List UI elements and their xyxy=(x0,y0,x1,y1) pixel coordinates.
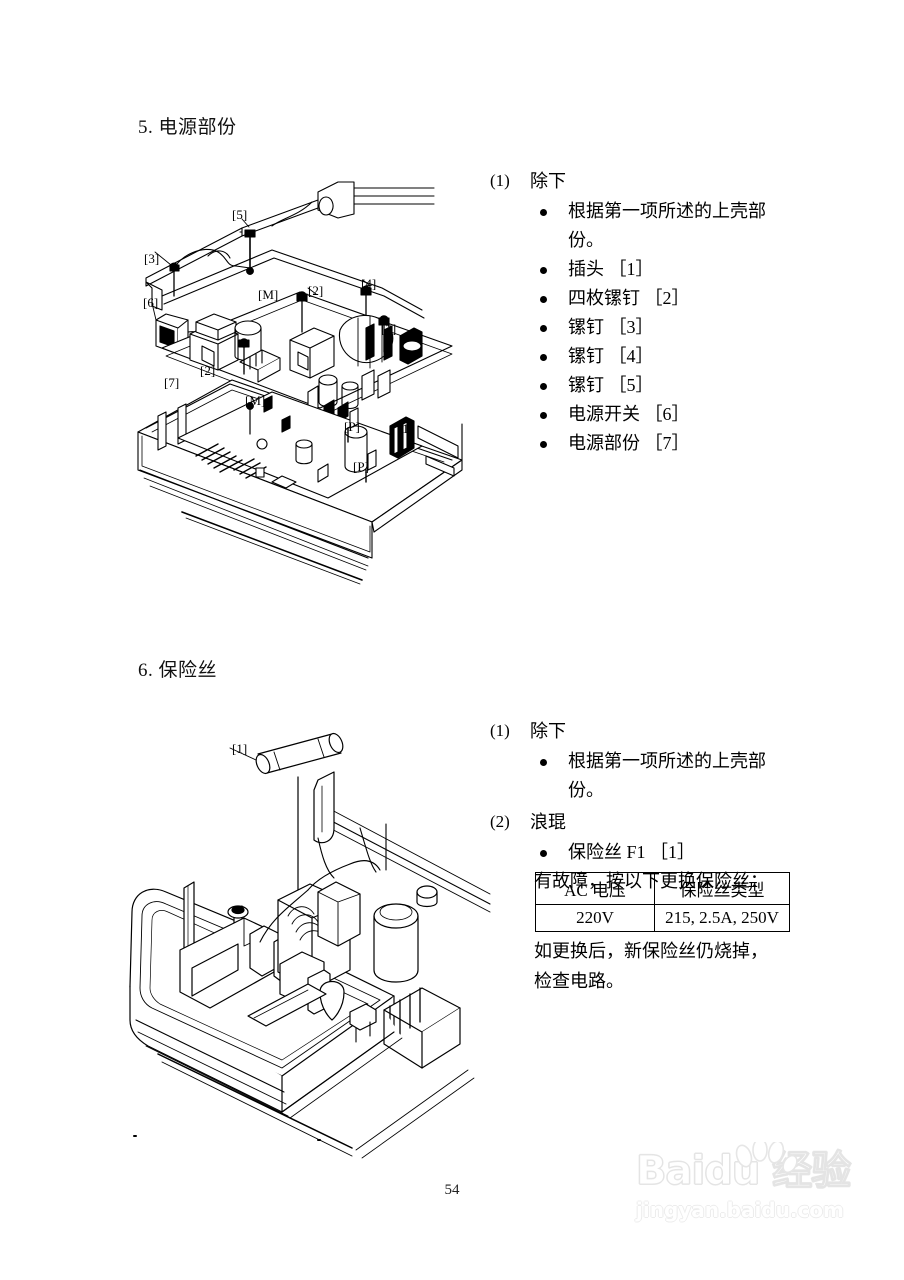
bullet-text: 镙钉 ［4］ xyxy=(568,346,654,366)
callout-m-lower: [M] xyxy=(245,393,266,408)
bullet-text: 保险丝 F1 ［1］ xyxy=(568,842,696,862)
page-number: 54 xyxy=(444,1182,460,1198)
section-5-instructions: (1) 除下 根据第一项所述的上壳部 份。 插头 ［1］ 四枚镙钉 ［2］ 镙钉… xyxy=(490,166,820,458)
power-supply-line-art xyxy=(137,181,463,585)
section-6-bullet-list-1: 根据第一项所述的上壳部 份。 xyxy=(490,747,820,805)
list-item: 插头 ［1］ xyxy=(538,255,820,284)
bullet-dot-icon xyxy=(540,209,547,216)
bullet-dot-icon xyxy=(540,441,547,448)
bullet-text: 镙钉 ［5］ xyxy=(568,375,654,395)
callout-2-right: [2] xyxy=(381,321,397,336)
step-label: 浪琨 xyxy=(530,812,566,832)
callout-3: [3] xyxy=(144,251,160,266)
list-item: 电源部份 ［7］ xyxy=(538,429,820,458)
list-item: 根据第一项所述的上壳部 份。 xyxy=(538,747,820,805)
bullet-text-cont: 份。 xyxy=(568,780,604,800)
bullet-dot-icon xyxy=(540,267,547,274)
step-number: (1) xyxy=(490,721,510,740)
list-item: 镙钉 ［3］ xyxy=(538,313,820,342)
list-item: 根据第一项所述的上壳部 份。 xyxy=(538,197,820,255)
section-heading-power-supply: 5. 电源部份 xyxy=(138,117,237,138)
callout-2-center: [2] xyxy=(308,283,324,298)
step-remove: (1) 除下 xyxy=(490,716,820,746)
table-row: 220V 215, 2.5A, 250V xyxy=(535,904,790,932)
step-remove: (1) 除下 xyxy=(490,166,820,196)
bullet-dot-icon xyxy=(540,354,547,361)
post-table-line-1: 如更换后，新保险丝仍烧掉， xyxy=(534,941,768,961)
table-header-fuse-type: 保险丝类型 xyxy=(654,872,790,905)
bullet-text: 电源部份 ［7］ xyxy=(568,433,690,453)
bullet-dot-icon xyxy=(540,850,547,857)
table-header-row: AC 电压 保险丝类型 xyxy=(535,872,790,905)
section-6-instructions: (1) 除下 根据第一项所述的上壳部 份。 (2) 浪琨 保险丝 F1 ［1］ … xyxy=(490,716,820,896)
section-5-bullet-list: 根据第一项所述的上壳部 份。 插头 ［1］ 四枚镙钉 ［2］ 镙钉 ［3］ 镙钉… xyxy=(490,197,820,458)
step-number: (2) xyxy=(490,812,510,831)
bullet-dot-icon xyxy=(540,296,547,303)
callout-p-lower: [P] xyxy=(353,459,369,474)
table-cell-voltage: 220V xyxy=(535,904,655,932)
callout-6: [6] xyxy=(143,295,159,310)
bullet-text: 四枚镙钉 ［2］ xyxy=(568,288,690,308)
fuse-line-art xyxy=(129,732,491,1159)
list-item: 保险丝 F1 ［1］ xyxy=(538,838,820,867)
bullet-text: 根据第一项所述的上壳部 xyxy=(568,201,766,221)
list-item: 镙钉 ［4］ xyxy=(538,342,820,371)
post-table-note: 如更换后，新保险丝仍烧掉， 检查电路。 xyxy=(534,936,834,996)
post-table-line-2: 检查电路。 xyxy=(534,971,624,991)
callout-7: [7] xyxy=(164,375,180,390)
list-item: 四枚镙钉 ［2］ xyxy=(538,284,820,313)
bullet-text: 根据第一项所述的上壳部 xyxy=(568,751,766,771)
fuse-specification-table: AC 电压 保险丝类型 220V 215, 2.5A, 250V xyxy=(535,872,790,932)
step-measure: (2) 浪琨 xyxy=(490,807,820,837)
step-number: (1) xyxy=(490,171,510,190)
table-header-ac-voltage: AC 电压 xyxy=(535,872,655,905)
list-item: 镙钉 ［5］ xyxy=(538,371,820,400)
section-6-bullet-list-2: 保险丝 F1 ［1］ xyxy=(490,838,820,867)
bullet-text: 镙钉 ［3］ xyxy=(568,317,654,337)
bullet-dot-icon xyxy=(540,383,547,390)
callout-2-left: [2] xyxy=(200,363,216,378)
bullet-text: 电源开关 ［6］ xyxy=(568,404,690,424)
bullet-dot-icon xyxy=(540,412,547,419)
fuse-location-diagram: [1] xyxy=(122,720,492,1160)
table-cell-fuse-spec: 215, 2.5A, 250V xyxy=(654,904,790,932)
watermark-sub-text: jingyan.baidu.com xyxy=(636,1198,844,1222)
callout-m-upper: [M] xyxy=(258,287,279,302)
section-heading-fuse: 6. 保险丝 xyxy=(138,660,218,681)
paw-print-icon xyxy=(735,1142,798,1174)
callout-1: [1] xyxy=(398,421,414,436)
power-supply-assembly-diagram: [5] [3] [6] [M] [2] [4] [2] [2] [7] [M] … xyxy=(122,170,482,590)
bullet-dot-icon xyxy=(540,759,547,766)
step-label: 除下 xyxy=(530,171,566,191)
callout-4: [4] xyxy=(361,276,377,291)
bullet-dot-icon xyxy=(540,325,547,332)
callout-p-upper: [P] xyxy=(344,419,360,434)
bullet-text-cont: 份。 xyxy=(568,230,604,250)
callout-5: [5] xyxy=(232,207,248,222)
callout-fuse-1: [1] xyxy=(232,741,248,756)
list-item: 电源开关 ［6］ xyxy=(538,400,820,429)
bullet-text: 插头 ［1］ xyxy=(568,259,654,279)
step-label: 除下 xyxy=(530,721,566,741)
